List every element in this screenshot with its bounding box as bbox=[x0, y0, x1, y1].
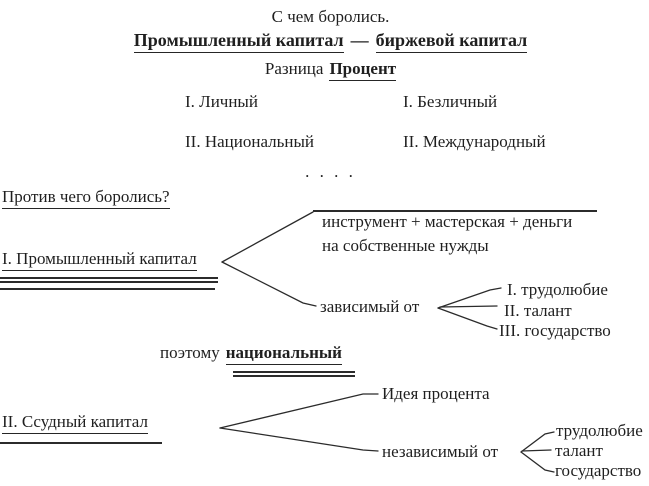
independent-item-3: государство bbox=[555, 461, 642, 480]
dependent-branch-middle-line bbox=[439, 305, 498, 308]
industrial-branch-lower-line bbox=[221, 261, 317, 307]
conclusion-underline-2 bbox=[233, 375, 355, 377]
dependent-branch-upper-line bbox=[437, 287, 502, 309]
industrial-capital-label: I. Промышленный капитал bbox=[2, 249, 197, 271]
question-text: Против чего боролись? bbox=[2, 187, 170, 209]
difference-label: Разница bbox=[264, 59, 324, 78]
left-column-item-1: I. Личный bbox=[185, 92, 258, 111]
difference-term: Процент bbox=[329, 59, 397, 81]
industrial-underline-2 bbox=[0, 281, 218, 283]
industrial-underline-3 bbox=[0, 288, 215, 290]
dependent-item-3: III. государство bbox=[499, 321, 611, 340]
loan-underline bbox=[0, 442, 162, 444]
independent-branch-upper-line bbox=[520, 431, 555, 453]
loan-branch-upper-line bbox=[219, 393, 379, 429]
right-column-item-1: I. Безличный bbox=[403, 92, 498, 111]
loan-capital-label: II. Ссудный капитал bbox=[2, 412, 148, 434]
industrial-branch-upper-line bbox=[221, 211, 314, 263]
left-column-item-2: II. Национальный bbox=[185, 132, 314, 151]
dependent-branch-lower-line bbox=[437, 307, 498, 330]
independent-item-1: трудолюбие bbox=[556, 421, 643, 440]
independent-item-2: талант bbox=[555, 441, 603, 460]
question-heading: Против чего боролись? bbox=[2, 187, 170, 209]
independent-branch-middle-line bbox=[521, 449, 552, 452]
section-title: С чем боролись. bbox=[271, 7, 390, 26]
own-means-line-2: на собственные нужды bbox=[322, 236, 489, 255]
industrial-underline-1 bbox=[0, 277, 218, 279]
independent-label: независимый от bbox=[382, 442, 499, 461]
loan-branch-lower-line bbox=[219, 427, 379, 452]
own-means-overline bbox=[313, 210, 597, 212]
conclusion-underline-1 bbox=[233, 371, 355, 373]
industrial-capital-node: I. Промышленный капитал bbox=[2, 249, 197, 271]
dependent-item-1: I. трудолюбие bbox=[507, 280, 608, 299]
difference-line: Разница Процент bbox=[12, 59, 649, 81]
independent-branch-lower-line bbox=[520, 451, 555, 473]
dependent-label: зависимый от bbox=[320, 297, 420, 316]
separator-dots: . . . . bbox=[305, 162, 356, 181]
comparison-dash: — bbox=[350, 30, 369, 50]
comparison-left-term: Промышленный капитал bbox=[133, 30, 344, 53]
own-means-line-1: инструмент + мастерская + деньги bbox=[322, 212, 573, 231]
conclusion-prefix: поэтому bbox=[160, 343, 220, 362]
dependent-item-2: II. талант bbox=[504, 301, 572, 320]
conclusion-line: поэтому национальный bbox=[160, 343, 342, 365]
loan-capital-node: II. Ссудный капитал bbox=[2, 412, 148, 434]
conclusion-term: национальный bbox=[225, 343, 342, 365]
idea-of-percent-label: Идея процента bbox=[382, 384, 490, 403]
comparison-heading: Промышленный капитал — биржевой капитал bbox=[12, 30, 649, 53]
comparison-right-term: биржевой капитал bbox=[375, 30, 528, 53]
right-column-item-2: II. Международный bbox=[403, 132, 546, 151]
